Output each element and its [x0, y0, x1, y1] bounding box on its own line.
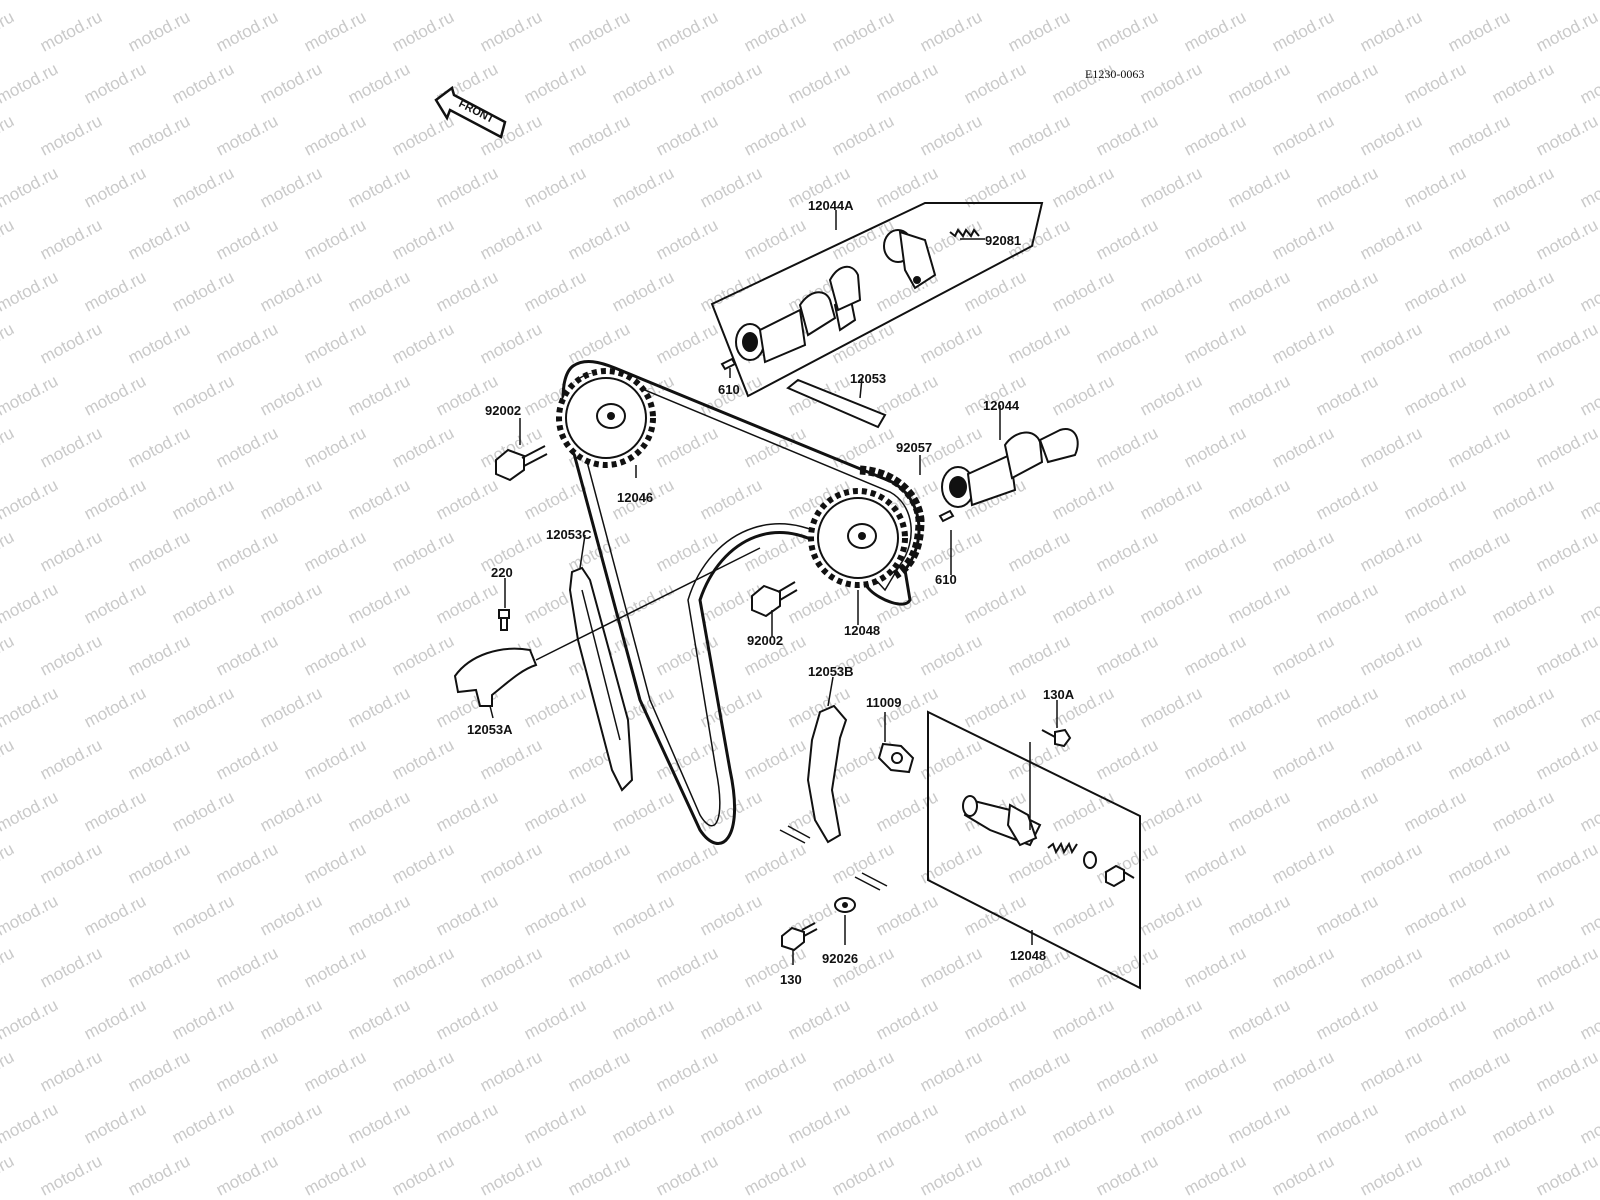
gasket-11009 — [877, 742, 915, 774]
tensioner-bolt — [1105, 864, 1135, 888]
leader-line — [535, 547, 761, 661]
sprocket-upper — [556, 368, 656, 468]
leader-dash-2 — [779, 825, 811, 844]
label-12053A: 12053A — [467, 722, 513, 737]
tensioner-spring-icon — [1047, 841, 1078, 855]
tensioner-body — [962, 795, 1042, 847]
label-12044: 12044 — [983, 398, 1020, 413]
timing-chain-inner — [572, 372, 912, 827]
washer-hole — [842, 902, 848, 908]
diagram-code: E1230-0063 — [1085, 67, 1144, 81]
camshaft-intake — [941, 428, 1079, 508]
pin-610-lower — [938, 509, 955, 523]
screw-220 — [498, 609, 510, 631]
leader-lines — [489, 210, 1058, 965]
tensioner-guide-12053B — [806, 704, 848, 844]
tensioner-box — [927, 710, 1141, 990]
chain-guide-12053C — [568, 566, 634, 792]
sprocket-lower — [808, 488, 908, 588]
pin-610-upper — [720, 357, 737, 371]
label-610-upper: 610 — [718, 382, 740, 397]
bolt-lower — [751, 581, 798, 618]
label-12053: 12053 — [850, 371, 886, 386]
chain-guide-top — [786, 378, 887, 429]
label-12048-sprocket: 12048 — [844, 623, 880, 638]
label-92026: 92026 — [822, 951, 858, 966]
leader-dash — [854, 872, 888, 891]
spring-icon — [949, 228, 980, 238]
label-92057: 92057 — [896, 440, 932, 455]
label-12053B: 12053B — [808, 664, 854, 679]
chain-links-92057 — [859, 465, 925, 579]
label-12046: 12046 — [617, 490, 653, 505]
label-130A: 130A — [1043, 687, 1075, 702]
guide-line — [581, 589, 621, 741]
washer-icon — [1083, 851, 1097, 869]
label-11009: 11009 — [866, 695, 901, 710]
front-arrow-icon: FRONT — [434, 85, 507, 139]
camshaft-exhaust — [735, 229, 937, 364]
bolt-upper — [495, 445, 548, 482]
label-130: 130 — [780, 972, 802, 987]
label-12048-tensioner: 12048 — [1010, 948, 1046, 963]
label-220: 220 — [491, 565, 513, 580]
label-92081: 92081 — [985, 233, 1021, 248]
camshaft-box-upper — [710, 202, 1044, 398]
bolt-130A — [1041, 728, 1072, 748]
label-92002-lower: 92002 — [747, 633, 783, 648]
label-12053C: 12053C — [546, 527, 592, 542]
label-12044A: 12044A — [808, 198, 854, 213]
label-92002-upper: 92002 — [485, 403, 521, 418]
bolt-130 — [781, 922, 818, 952]
label-610-lower: 610 — [935, 572, 957, 587]
chain-guide-12053A — [453, 647, 538, 707]
